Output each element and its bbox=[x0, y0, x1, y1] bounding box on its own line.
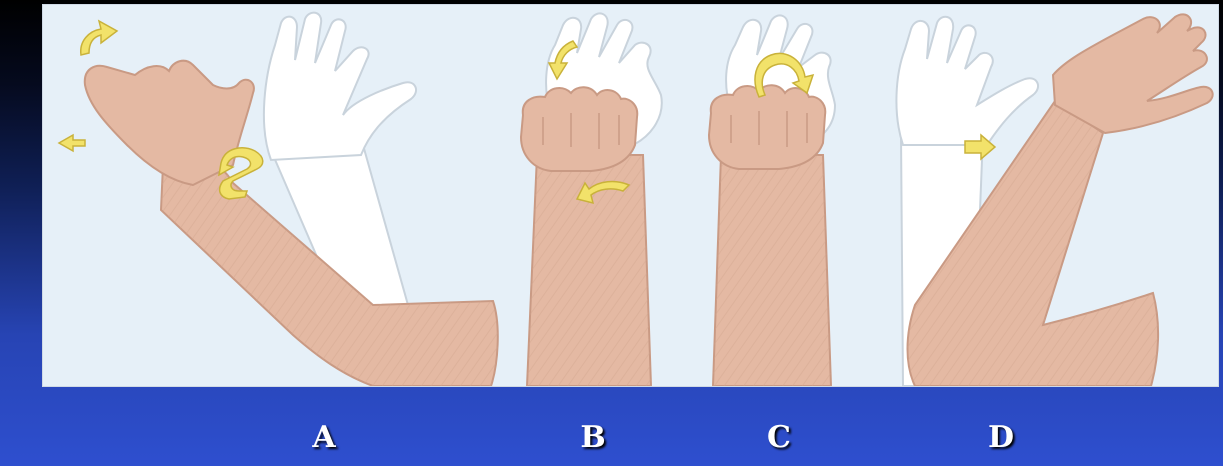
label-d: D bbox=[981, 420, 1021, 455]
figure-c-forearm-supination bbox=[709, 15, 835, 386]
figure-d-elbow-extension bbox=[896, 14, 1212, 386]
label-c: C bbox=[759, 420, 799, 455]
figure-a-wrist-flexion-extension bbox=[59, 13, 498, 386]
figure-c-skin-arm bbox=[709, 85, 831, 386]
label-a: A bbox=[304, 420, 344, 455]
figure-b-forearm-pronation bbox=[521, 13, 662, 386]
illustration-panel bbox=[42, 4, 1219, 387]
figure-b-skin-arm bbox=[521, 87, 651, 386]
label-b: B bbox=[573, 420, 613, 455]
